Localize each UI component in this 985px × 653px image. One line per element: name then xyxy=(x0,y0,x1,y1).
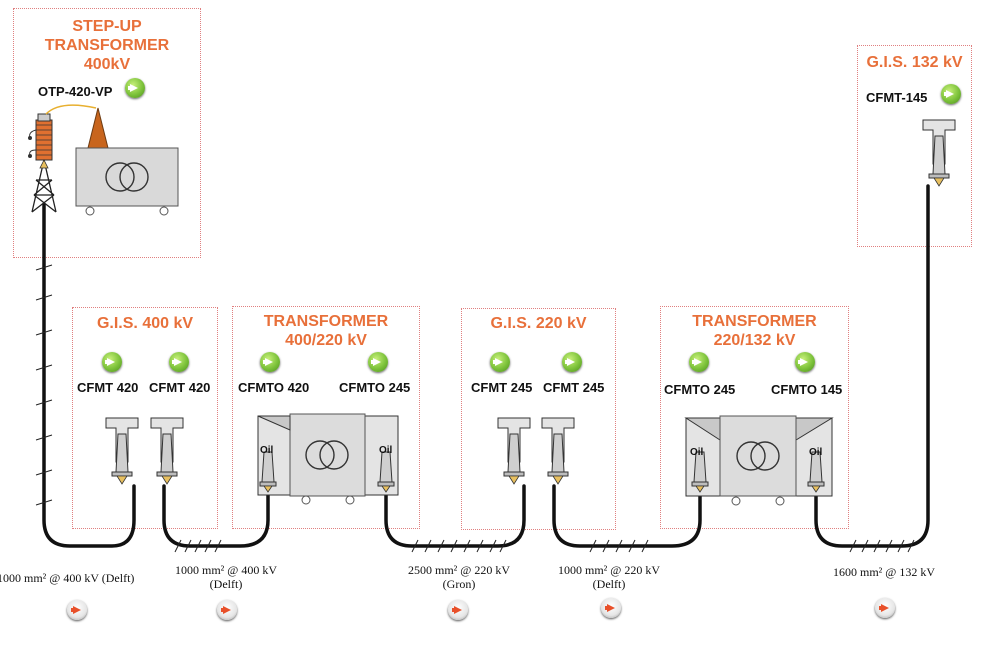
gis220-dev1-link-icon[interactable] xyxy=(490,352,510,372)
cable4-link-icon[interactable] xyxy=(601,598,621,618)
gis400-box xyxy=(72,307,218,529)
stepup-box xyxy=(13,8,201,258)
tr400-box xyxy=(232,306,420,529)
tr220-dev2-link-icon[interactable] xyxy=(795,352,815,372)
tr220-dev1-label: CFMTO 245 xyxy=(664,382,736,397)
cable-routes xyxy=(42,184,930,548)
gis220-box xyxy=(461,308,616,530)
tr400-oil-left: Oil xyxy=(260,445,274,456)
tr400-dev1-link-icon[interactable] xyxy=(260,352,280,372)
stepup-device-link-icon[interactable] xyxy=(125,78,145,98)
gis220-dev2-link-icon[interactable] xyxy=(562,352,582,372)
stepup-title: STEP-UP TRANSFORMER 400kV xyxy=(44,18,170,73)
cable1-link-icon[interactable] xyxy=(67,600,87,620)
transformer-400-220 xyxy=(257,413,399,505)
tr400-dev2-label: CFMTO 245 xyxy=(339,380,411,395)
tr220-title: TRANSFORMER 220/132 kV xyxy=(692,313,817,349)
gis400-dev2-link-icon[interactable] xyxy=(169,352,189,372)
transformer-220-132 xyxy=(684,415,834,506)
cable1-caption: 1000 mm² @ 400 kV (Delft) xyxy=(0,571,135,585)
tr220-oil-left: Oil xyxy=(690,447,704,458)
cable4-caption: 1000 mm² @ 220 kV (Delft) xyxy=(558,563,660,591)
tr400-oil-right: Oil xyxy=(379,445,393,456)
stepup-transformer xyxy=(75,107,179,216)
gis220-dev1-label: CFMT 245 xyxy=(471,380,533,395)
tr400-dev2-link-icon[interactable] xyxy=(368,352,388,372)
pylon xyxy=(28,113,57,213)
gis400-dev1-label: CFMT 420 xyxy=(77,380,139,395)
tr220-dev1-link-icon[interactable] xyxy=(689,352,709,372)
cable3-link-icon[interactable] xyxy=(448,600,468,620)
tr220-box xyxy=(660,306,849,529)
gis132-device-link-icon[interactable] xyxy=(941,84,961,104)
tr400-title: TRANSFORMER 400/220 kV xyxy=(263,313,389,349)
cable-hatch xyxy=(35,264,915,553)
gis132-device-label: CFMT-145 xyxy=(866,90,928,105)
cable2-link-icon[interactable] xyxy=(217,600,237,620)
cable2-caption: 1000 mm² @ 400 kV (Delft) xyxy=(175,563,277,591)
tr220-oil-right: Oil xyxy=(809,447,823,458)
stepup-device-label: OTP-420-VP xyxy=(38,84,113,99)
gis132-box xyxy=(857,45,972,247)
gis400-dev1-link-icon[interactable] xyxy=(102,352,122,372)
gis132-title: G.I.S. 132 kV xyxy=(866,54,963,71)
tr400-dev1-label: CFMTO 420 xyxy=(238,380,310,395)
cable3-caption: 2500 mm² @ 220 kV (Gron) xyxy=(408,563,510,591)
gis220-dev2-label: CFMT 245 xyxy=(543,380,605,395)
gis400-dev2-label: CFMT 420 xyxy=(149,380,211,395)
gis400-title: G.I.S. 400 kV xyxy=(96,315,194,332)
cable5-caption: 1600 mm² @ 132 kV xyxy=(833,565,935,579)
gis220-title: G.I.S. 220 kV xyxy=(490,315,587,332)
cable5-link-icon[interactable] xyxy=(875,598,895,618)
tr220-dev2-label: CFMTO 145 xyxy=(771,382,843,397)
